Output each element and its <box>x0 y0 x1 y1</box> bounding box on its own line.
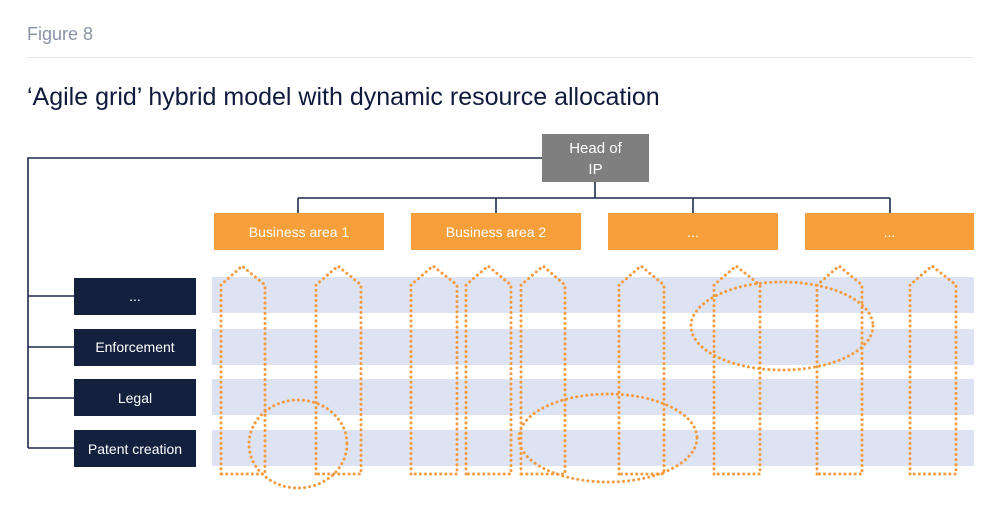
head-of-ip-line2: IP <box>588 161 602 178</box>
head-of-ip-line1: Head of <box>569 140 622 157</box>
team-column-3 <box>409 264 459 476</box>
team-column-8 <box>815 264 864 476</box>
function-box-1 <box>74 329 196 366</box>
business-area-label-1: Business area 1 <box>249 224 350 240</box>
function-band-2 <box>212 379 974 415</box>
function-label-2: Legal <box>118 390 152 406</box>
team-column-2 <box>314 264 363 476</box>
team-column-1 <box>219 264 267 476</box>
business-area-label-4: ... <box>884 224 896 240</box>
resource-group-3 <box>689 280 875 372</box>
business-area-box-2 <box>411 213 581 250</box>
dotted-resource-groups <box>247 280 875 490</box>
resource-group-1 <box>247 398 349 490</box>
function-band-1 <box>212 329 974 365</box>
function-label-1: Enforcement <box>95 339 174 355</box>
function-band-3 <box>212 430 974 466</box>
function-box-2 <box>74 379 196 416</box>
business-area-box-1 <box>214 213 384 250</box>
team-column-9 <box>908 264 958 476</box>
function-label-0: ... <box>129 288 141 304</box>
figure-label: Figure 8 <box>27 24 94 44</box>
connector-lines <box>27 157 891 449</box>
head-left-connector <box>27 157 542 448</box>
business-area-box-3 <box>608 213 778 250</box>
function-label-3: Patent creation <box>88 441 182 457</box>
figure-title: ‘Agile grid’ hybrid model with dynamic r… <box>27 83 660 111</box>
head-of-ip-box <box>542 134 649 182</box>
header-divider <box>27 57 973 58</box>
business-area-box-4 <box>805 213 974 250</box>
team-column-7 <box>712 264 762 476</box>
business-area-label-2: Business area 2 <box>446 224 547 240</box>
team-column-4 <box>464 264 513 476</box>
function-box-0 <box>74 278 196 315</box>
function-box-3 <box>74 430 196 467</box>
resource-group-2 <box>517 392 699 484</box>
business-area-label-3: ... <box>687 224 699 240</box>
team-column-6 <box>617 264 666 476</box>
